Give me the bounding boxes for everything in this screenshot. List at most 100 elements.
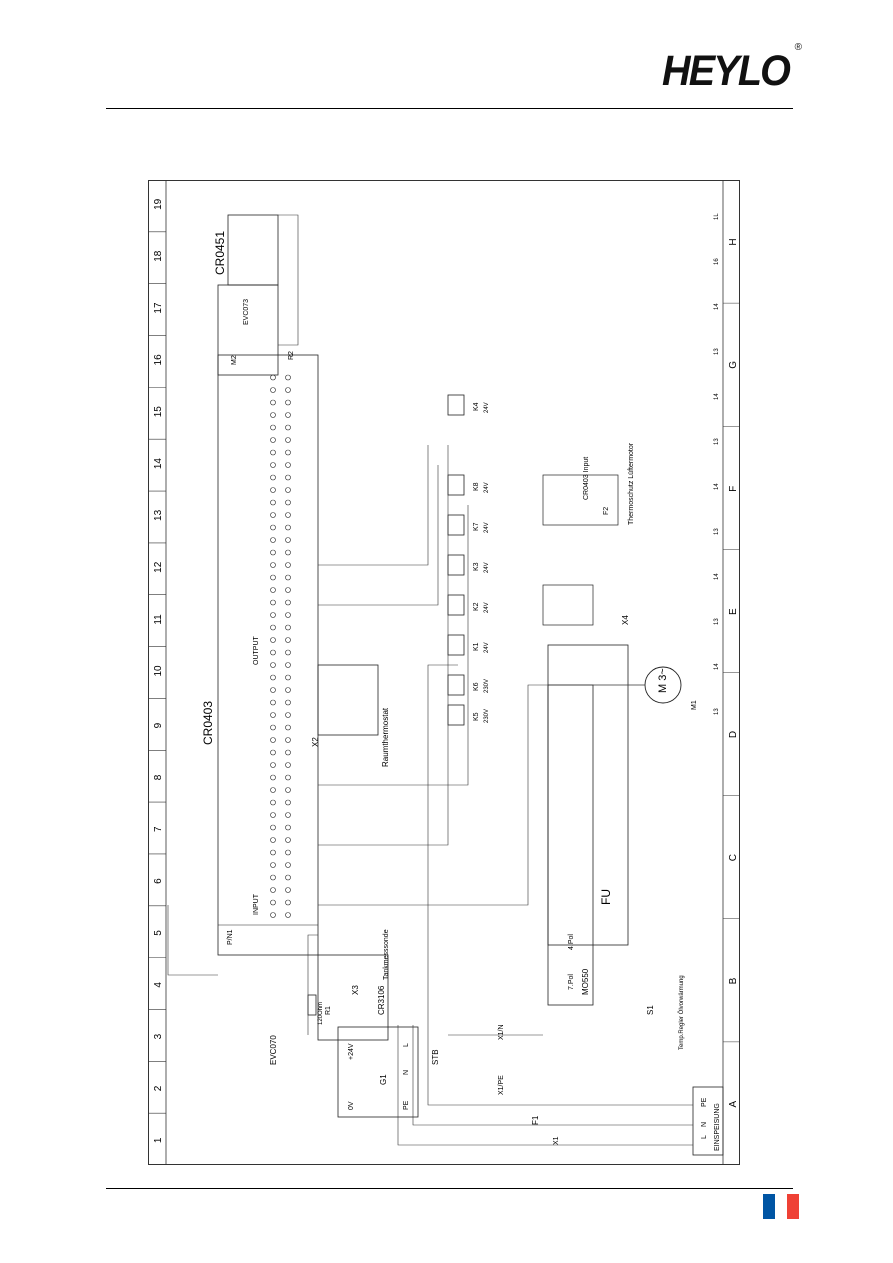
terminal-circle [285, 712, 291, 718]
m1-label: M1 [691, 700, 698, 710]
wiring-lines [167, 214, 693, 1146]
terminal-circle [270, 587, 276, 593]
grid-column-label: 14 [153, 458, 164, 470]
terminal-circle [285, 799, 291, 806]
terminal-circle [285, 637, 291, 643]
footer-divider [106, 1188, 793, 1189]
bottom-reference-label: 14 [714, 393, 720, 400]
terminal-circle [270, 387, 276, 393]
grid-row-label: H [728, 238, 739, 245]
evc070-label: EVC070 [269, 1035, 278, 1065]
relay-coil-label: K1 [473, 642, 480, 651]
terminal-circle [270, 649, 276, 656]
bottom-reference-label: 16 [714, 258, 720, 265]
g1-0v: 0V [348, 1101, 355, 1110]
relay-coil-voltage: 24V [484, 402, 490, 413]
terminal-circle [285, 837, 291, 843]
x1n-label: X1/N [498, 1024, 505, 1040]
relay-coil [447, 594, 465, 616]
terminal-circle [285, 524, 291, 531]
terminal-circle [285, 787, 291, 793]
relay-coil [447, 514, 465, 536]
grid-column-label: 12 [153, 561, 164, 573]
terminal-circle [285, 424, 291, 431]
relay-coil-voltage: 24V [484, 522, 490, 533]
r2-label: R2 [288, 351, 295, 360]
terminal-circle [270, 524, 276, 531]
terminal-circle [285, 887, 291, 893]
g1-pe: PE [403, 1100, 410, 1110]
relay-coil [447, 634, 465, 656]
relay-coil-voltage: 24V [484, 642, 490, 653]
terminal-circle [270, 449, 276, 456]
f1-label: F1 [531, 1115, 540, 1125]
terminal-circle [270, 437, 276, 443]
terminal-circle [270, 537, 276, 543]
r1-label: R1 [325, 1006, 332, 1015]
terminal-circle [285, 762, 291, 768]
fu-label: FU [599, 889, 613, 905]
terminal-circle [270, 662, 276, 668]
bottom-reference-label: 14 [714, 663, 720, 670]
terminal-circle [285, 899, 291, 906]
terminal-circle [285, 612, 291, 618]
grid-column-label: 10 [153, 665, 164, 677]
g1-label: G1 [379, 1074, 388, 1085]
registered-mark: ® [794, 42, 802, 53]
terminal-circle [285, 687, 291, 693]
relay-coil-voltage: 230V [484, 679, 490, 693]
terminal-circle [285, 662, 291, 668]
terminal-circle [270, 874, 276, 881]
terminal-circle [285, 749, 291, 756]
input-label: INPUT [253, 893, 260, 915]
terminal-circle [270, 487, 276, 493]
terminal-circle [285, 624, 291, 631]
terminal-circle [285, 449, 291, 456]
relay-coil-label: K2 [473, 602, 480, 611]
cr0403-label: CR0403 [201, 701, 215, 745]
terminal-circle [285, 437, 291, 443]
terminal-circle [270, 624, 276, 631]
terminal-circle [285, 562, 291, 568]
thermoschutz-label: Thermoschutz Lüftermotor [628, 442, 635, 525]
terminal-circle [285, 474, 291, 481]
mo550-label: MO550 [581, 968, 590, 995]
raumthermostat-label: Raumthermostat [381, 707, 390, 767]
bottom-reference-label: 14 [714, 573, 720, 580]
terminal-circle [270, 699, 276, 706]
relay-coil [447, 704, 465, 726]
terminal-circle [270, 612, 276, 618]
terminal-circle [270, 374, 276, 381]
grid-row-label: E [728, 608, 739, 615]
grid-column-label: 2 [153, 1085, 164, 1091]
grid-column-label: 3 [153, 1033, 164, 1039]
pol7-label: 7.Pol [568, 974, 575, 990]
terminal-circle [270, 399, 276, 406]
terminal-circle [285, 374, 291, 381]
terminal-circle [285, 487, 291, 493]
terminal-circle [270, 837, 276, 843]
cr0451-label: CR0451 [213, 231, 227, 275]
terminal-circle [270, 824, 276, 831]
flag-red-stripe [787, 1194, 799, 1219]
g1-24v: +24V [348, 1043, 355, 1060]
brand-name: HEYLO [662, 47, 791, 95]
terminal-circle [270, 849, 276, 856]
terminal-circle [270, 887, 276, 893]
terminal-circle [270, 562, 276, 568]
relay-coil-label: K3 [473, 562, 480, 571]
terminal-circle [270, 799, 276, 806]
relay-coil-label: K6 [473, 682, 480, 691]
grid-column-label: 13 [153, 509, 164, 521]
terminal-circle [270, 499, 276, 506]
relay-coil-label: K7 [473, 522, 480, 531]
terminal-circle [270, 574, 276, 581]
x3-label: X3 [351, 985, 360, 995]
r1-value: 120Ohm [318, 1002, 324, 1025]
grid-column-label: 9 [153, 722, 164, 728]
terminal-circle [270, 687, 276, 693]
terminal-circle [270, 774, 276, 781]
grid-column-label: 4 [153, 982, 164, 988]
